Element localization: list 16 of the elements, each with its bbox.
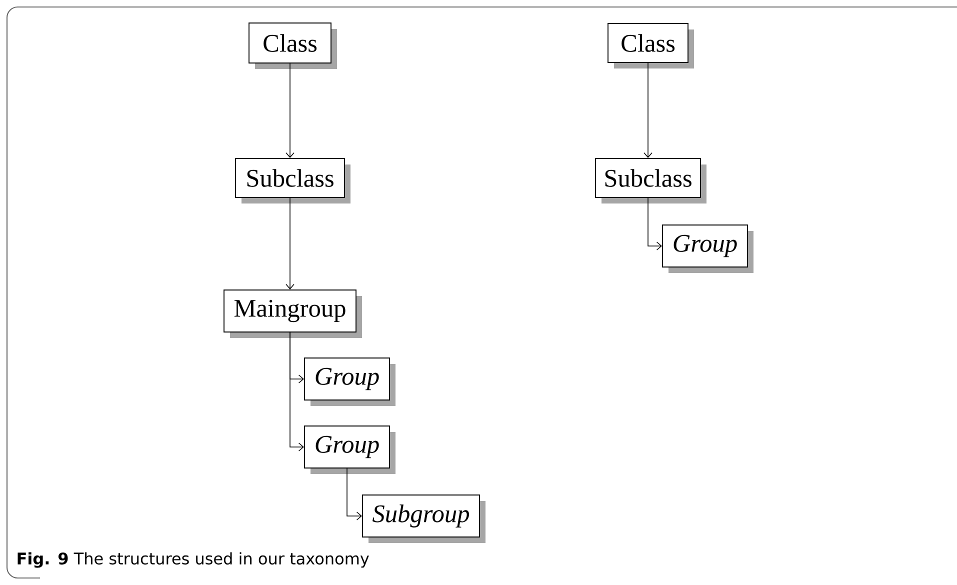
arrow xyxy=(648,198,662,250)
class-box: Group xyxy=(304,426,396,474)
class-box: Subclass xyxy=(235,158,350,204)
arrow xyxy=(286,63,294,158)
class-box: Maingroup xyxy=(224,290,362,338)
arrow xyxy=(286,198,294,290)
arrow xyxy=(290,332,304,452)
caption: Fig. 9 The structures used in our taxonomy xyxy=(18,552,369,568)
class-box: Subgroup xyxy=(362,494,486,543)
class-box: Group xyxy=(304,358,396,406)
class-box: Class xyxy=(248,22,337,69)
arrow xyxy=(644,62,652,158)
arrow xyxy=(346,468,362,520)
class-box: Subclass xyxy=(595,158,706,204)
class-box: Group xyxy=(662,224,754,273)
class-box: Class xyxy=(608,23,694,68)
